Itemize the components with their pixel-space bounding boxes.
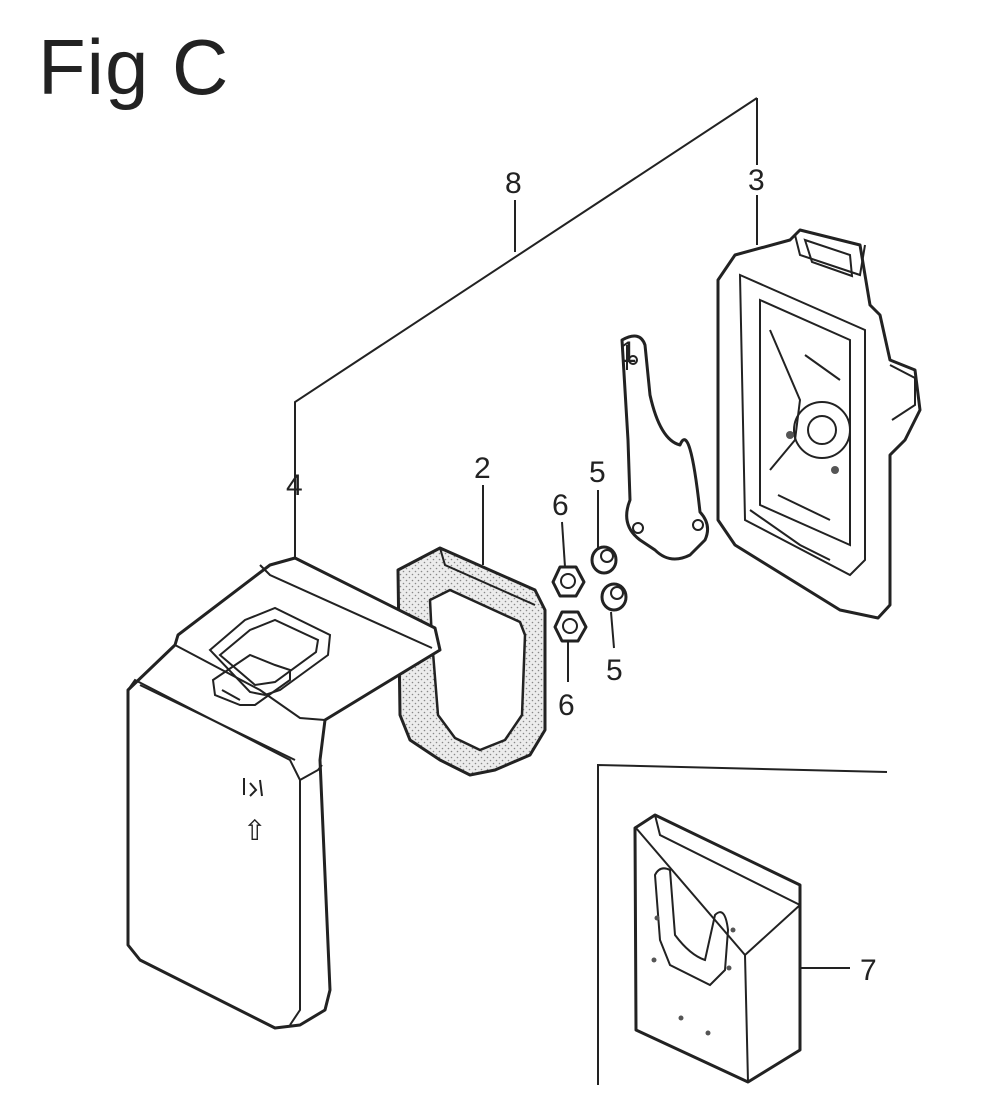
air-filter-element: [633, 813, 850, 1084]
callout-part-4: 4: [286, 469, 303, 502]
callout-part-2: 2: [474, 452, 491, 485]
air-cleaner-case: [716, 228, 922, 620]
callout-part-3: 3: [748, 164, 765, 197]
figure-title: Fig C: [38, 23, 230, 111]
inset-frame: [597, 763, 888, 1085]
callout-part-6-lower: 6: [558, 689, 575, 722]
cover-arrow-icon: ⇧: [243, 814, 266, 847]
callout-part-7: 7: [860, 954, 877, 987]
assembly-bracket-8: [294, 97, 758, 560]
collar-upper: [590, 545, 618, 575]
callout-part-6-upper: 6: [552, 489, 569, 522]
air-cleaner-cover: ⇧: [126, 556, 442, 1030]
callout-part-8: 8: [505, 167, 522, 200]
callout-part-1: 1: [620, 336, 637, 369]
nut-upper: [551, 565, 586, 598]
foam-seal: [396, 546, 547, 777]
nut-lower: [553, 610, 588, 643]
callout-part-5-lower: 5: [606, 654, 623, 687]
collar-lower: [600, 582, 628, 612]
callout-part-5-upper: 5: [589, 456, 606, 489]
bracket-plate: [620, 334, 710, 561]
callout-leaders: [482, 195, 758, 682]
